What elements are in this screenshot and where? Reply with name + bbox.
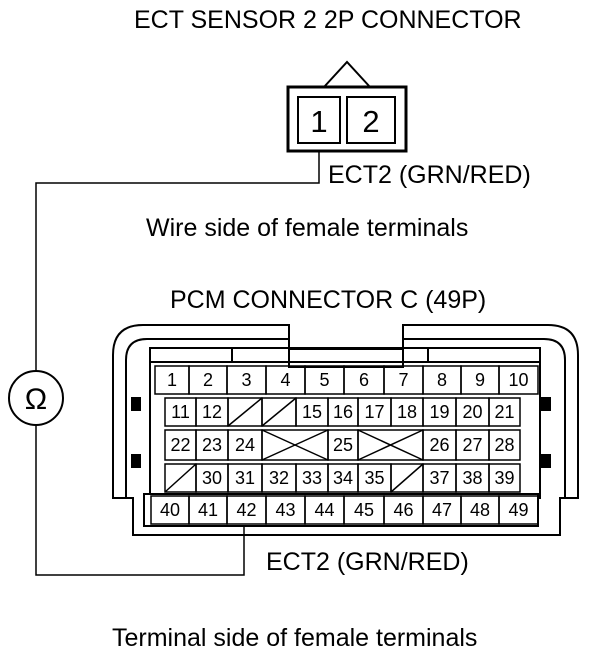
pin-cells xyxy=(150,365,539,525)
ohmmeter-icon: Ω xyxy=(8,370,64,426)
pcm-pin-48: 48 xyxy=(470,500,490,520)
test-wires xyxy=(35,151,320,576)
pcm-pin-42: 42 xyxy=(236,500,256,520)
pcm-pin-23: 23 xyxy=(202,435,222,455)
pcm-pin-49: 49 xyxy=(508,500,528,520)
pcm-pin-46: 46 xyxy=(393,500,413,520)
pcm-pin-12: 12 xyxy=(202,402,222,422)
pcm-pin-45: 45 xyxy=(354,500,374,520)
pcm-pin-5: 5 xyxy=(319,370,329,390)
pcm-pin-8: 8 xyxy=(437,370,447,390)
pcm-pin-39: 39 xyxy=(494,468,514,488)
pcm-connector-caption: Terminal side of female terminals xyxy=(112,624,478,652)
pcm-pin-15: 15 xyxy=(302,402,322,422)
pcm-pin-40: 40 xyxy=(160,500,180,520)
sensor-connector-caption: Wire side of female terminals xyxy=(146,214,469,242)
pcm-pin-32: 32 xyxy=(269,468,289,488)
sensor-wire-label: ECT2 (GRN/RED) xyxy=(328,161,531,189)
pcm-pin-24: 24 xyxy=(235,435,255,455)
pcm-pin-25: 25 xyxy=(333,435,353,455)
sensor-pin-1: 1 xyxy=(310,104,327,139)
sensor-pin-2: 2 xyxy=(362,104,379,139)
pcm-pin-35: 35 xyxy=(364,468,384,488)
pcm-pin-16: 16 xyxy=(333,402,353,422)
pcm-pin-20: 20 xyxy=(462,402,482,422)
pcm-pin-9: 9 xyxy=(475,370,485,390)
pcm-pin-44: 44 xyxy=(314,500,334,520)
pcm-pin-11: 11 xyxy=(171,402,190,422)
svg-text:Ω: Ω xyxy=(25,383,47,416)
pcm-pin-18: 18 xyxy=(397,402,417,422)
pcm-pin-17: 17 xyxy=(364,402,384,422)
sensor-connector xyxy=(286,60,408,153)
pcm-pin-7: 7 xyxy=(398,370,408,390)
pcm-pin-4: 4 xyxy=(280,370,290,390)
pcm-pin-47: 47 xyxy=(432,500,452,520)
pcm-pin-2: 2 xyxy=(203,370,213,390)
pcm-pin-43: 43 xyxy=(275,500,295,520)
pcm-pin-28: 28 xyxy=(494,435,514,455)
pcm-pin-26: 26 xyxy=(429,435,449,455)
pcm-pin-22: 22 xyxy=(170,435,190,455)
pcm-pin-3: 3 xyxy=(241,370,251,390)
pcm-pin-37: 37 xyxy=(429,468,449,488)
pcm-pin-41: 41 xyxy=(198,500,218,520)
pcm-pin-33: 33 xyxy=(302,468,322,488)
pcm-pin-21: 21 xyxy=(494,402,514,422)
pcm-connector-title: PCM CONNECTOR C (49P) xyxy=(170,286,487,314)
pcm-pin-38: 38 xyxy=(462,468,482,488)
pcm-pin-1: 1 xyxy=(167,370,177,390)
pcm-pin-10: 10 xyxy=(508,370,528,390)
sensor-connector-title: ECT SENSOR 2 2P CONNECTOR xyxy=(134,6,522,34)
pcm-pin-19: 19 xyxy=(429,402,449,422)
pcm-pin-30: 30 xyxy=(202,468,222,488)
pcm-pin-34: 34 xyxy=(333,468,353,488)
pcm-connector-shell xyxy=(112,324,579,536)
pcm-pin-31: 31 xyxy=(235,468,255,488)
pcm-pin-6: 6 xyxy=(359,370,369,390)
pcm-wire-label: ECT2 (GRN/RED) xyxy=(266,548,469,576)
pcm-pin-27: 27 xyxy=(462,435,482,455)
